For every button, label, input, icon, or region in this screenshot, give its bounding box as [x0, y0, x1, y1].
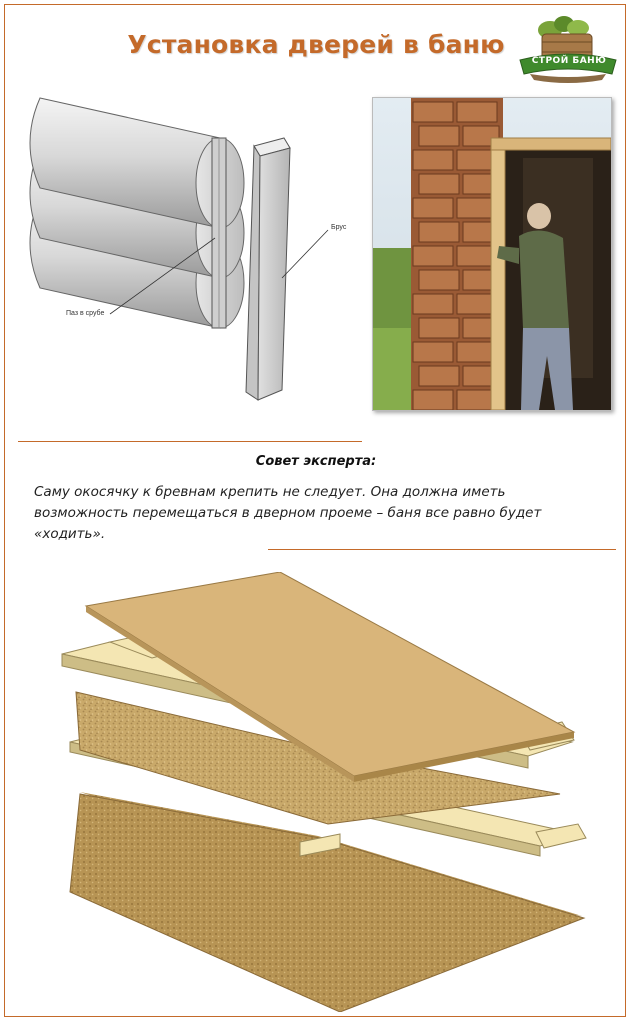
door-layers-illustration [40, 571, 600, 1013]
label-beam: Брус [331, 224, 347, 231]
log-wall-diagram: Брус Паз в срубе [10, 88, 360, 418]
door-installation-photo [372, 97, 612, 411]
tip-text: Саму окосячку к бревнам крепить не следу… [34, 484, 542, 542]
page-title: Установка дверей в баню [127, 30, 505, 59]
divider-bottom [268, 549, 616, 550]
logo-text: СТРОЙ БАНЮ [531, 56, 607, 66]
tip-heading: Совет эксперта: [255, 454, 377, 469]
divider-top [18, 441, 362, 442]
logo [512, 8, 624, 98]
page-border [4, 4, 626, 1017]
label-groove: Паз в срубе [66, 310, 105, 317]
